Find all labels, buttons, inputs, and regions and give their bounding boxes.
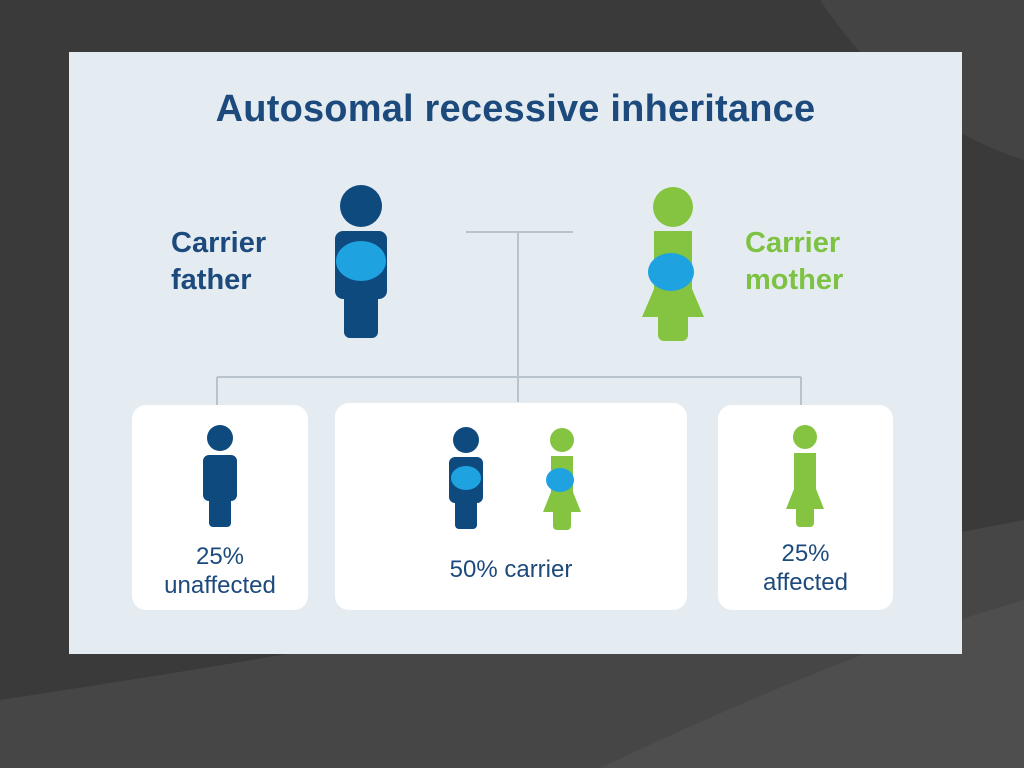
affected-label: affected: [763, 569, 848, 596]
gene-marker-icon: [546, 468, 574, 492]
carrier-mother-label: Carrier mother: [745, 225, 843, 299]
gene-marker-icon: [336, 241, 386, 281]
father-label-line1: Carrier: [171, 227, 267, 259]
unaffected-percent: 25%: [195, 543, 245, 570]
outcome-unaffected-card: 25% unaffected: [132, 405, 308, 610]
affected-percent: 25%: [781, 540, 830, 567]
carrier-son-figure: [449, 427, 483, 529]
affected-child-figure: [786, 425, 824, 527]
unaffected-child-figure: [203, 425, 237, 527]
gene-marker-icon: [648, 253, 694, 291]
unaffected-caption: 25% unaffected: [132, 542, 308, 600]
carrier-caption: 50% carrier: [449, 556, 573, 583]
father-label-line2: father: [171, 264, 252, 296]
outcome-carrier-card: 50% carrier: [335, 403, 687, 610]
outcome-affected-card: 25% affected: [718, 405, 893, 610]
diagram-title: Autosomal recessive inheritance: [215, 88, 816, 130]
carrier-daughter-figure: [543, 428, 581, 530]
gene-marker-icon: [451, 466, 481, 490]
carrier-father-figure: [335, 185, 387, 338]
diagram-panel: Autosomal recessive inheritance Carrier …: [69, 52, 962, 654]
affected-caption: 25% affected: [718, 539, 893, 597]
mother-label-line1: Carrier: [745, 227, 841, 259]
carrier-mother-figure: [642, 187, 704, 341]
carrier-father-label: Carrier father: [171, 225, 266, 299]
mother-label-line2: mother: [745, 264, 844, 296]
unaffected-label: unaffected: [164, 572, 276, 599]
pedigree-connectors: [216, 231, 802, 405]
